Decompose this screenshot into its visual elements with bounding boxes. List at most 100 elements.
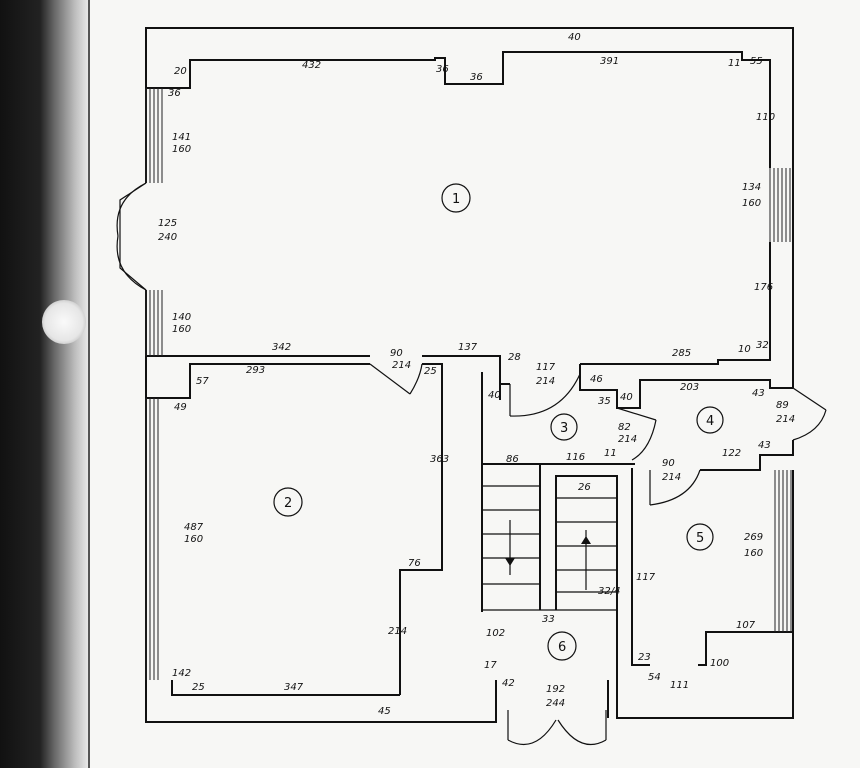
door-room4: [616, 407, 657, 461]
wall-room2-bottom: [171, 680, 400, 696]
room-marker-1: 1: [441, 183, 471, 213]
svg-text:32: 32: [756, 340, 769, 351]
room-marker-5: 5: [686, 523, 714, 551]
svg-text:49: 49: [174, 402, 187, 413]
svg-text:90: 90: [390, 348, 403, 359]
wall-inner-top: [146, 51, 771, 168]
svg-text:3: 3: [560, 421, 568, 436]
room-marker-4: 4: [696, 406, 724, 434]
svg-text:6: 6: [558, 640, 566, 655]
window-room5: [774, 470, 792, 632]
svg-text:33: 33: [542, 614, 555, 625]
svg-text:46: 46: [590, 374, 603, 385]
svg-text:285: 285: [672, 348, 691, 359]
svg-text:122: 122: [722, 448, 741, 459]
stairs-left: [482, 485, 617, 611]
svg-text:42: 42: [502, 678, 515, 689]
svg-text:140: 140: [172, 312, 191, 323]
dimension-labels: 432 391 40 36 36 20 55 11 36 141 160 125…: [158, 32, 795, 717]
svg-text:160: 160: [172, 324, 191, 335]
svg-text:82: 82: [618, 422, 631, 433]
svg-text:11: 11: [728, 58, 741, 69]
svg-text:160: 160: [744, 548, 763, 559]
svg-text:214: 214: [536, 376, 555, 387]
svg-text:111: 111: [670, 680, 689, 691]
svg-text:36: 36: [470, 72, 483, 83]
room-marker-3: 3: [550, 413, 578, 441]
svg-text:1: 1: [452, 192, 460, 207]
svg-text:23: 23: [638, 652, 651, 663]
wall-room4-bottom: [700, 440, 794, 471]
svg-text:117: 117: [536, 362, 556, 373]
svg-text:293: 293: [246, 365, 265, 376]
wall-room5-left: [631, 468, 650, 666]
svg-text:40: 40: [488, 390, 501, 401]
window-left-mid: [145, 290, 163, 356]
svg-text:110: 110: [756, 112, 775, 123]
wall-room3-right: [579, 364, 793, 409]
svg-text:142: 142: [172, 668, 191, 679]
wall-room1-bottom-right: [580, 348, 771, 365]
svg-text:4: 4: [706, 414, 714, 429]
svg-text:43: 43: [752, 388, 765, 399]
svg-text:54: 54: [648, 672, 661, 683]
door-front: [507, 710, 607, 746]
room-marker-6: 6: [547, 631, 577, 661]
svg-text:176: 176: [754, 282, 773, 293]
svg-text:117: 117: [636, 572, 656, 583]
svg-text:2: 2: [284, 496, 292, 511]
binder-shadow: [0, 0, 90, 768]
door-main-left: [116, 182, 147, 291]
svg-text:347: 347: [284, 682, 304, 693]
svg-text:11: 11: [604, 448, 617, 459]
svg-text:244: 244: [546, 698, 565, 709]
svg-text:363: 363: [430, 454, 449, 465]
door-right-exterior: [792, 387, 827, 441]
svg-text:160: 160: [184, 534, 203, 545]
wall-room1-bottom-mid: [422, 355, 501, 384]
svg-text:40: 40: [620, 392, 633, 403]
svg-text:203: 203: [680, 382, 699, 393]
svg-text:55: 55: [750, 56, 763, 67]
svg-text:25: 25: [424, 366, 437, 377]
svg-text:57: 57: [196, 376, 209, 387]
svg-text:214: 214: [392, 360, 411, 371]
svg-text:25: 25: [192, 682, 205, 693]
svg-text:36: 36: [168, 88, 181, 99]
door-room2: [369, 363, 423, 395]
punch-hole: [42, 300, 86, 344]
wall-room5-bottom: [698, 631, 793, 666]
svg-text:214: 214: [662, 472, 681, 483]
svg-text:269: 269: [744, 532, 763, 543]
svg-text:86: 86: [506, 454, 519, 465]
svg-text:116: 116: [566, 452, 585, 463]
svg-text:432: 432: [302, 60, 321, 71]
svg-text:214: 214: [388, 626, 407, 637]
room-markers: 1 2 3 4 5 6: [273, 183, 724, 661]
svg-text:89: 89: [776, 400, 789, 411]
wall-room2-outer: [145, 356, 370, 399]
window-left-low: [145, 398, 159, 680]
svg-text:240: 240: [158, 232, 177, 243]
svg-text:125: 125: [158, 218, 177, 229]
svg-text:137: 137: [458, 342, 478, 353]
svg-text:5: 5: [696, 531, 704, 546]
window-right-top: [769, 168, 791, 242]
page-edge: [88, 0, 90, 768]
stairs-right: [556, 497, 617, 593]
svg-text:107: 107: [736, 620, 756, 631]
svg-text:160: 160: [742, 198, 761, 209]
wall-room2-right: [399, 363, 443, 695]
svg-text:17: 17: [484, 660, 497, 671]
svg-text:36: 36: [436, 64, 449, 75]
svg-text:487: 487: [184, 522, 204, 533]
svg-text:102: 102: [486, 628, 505, 639]
svg-text:26: 26: [578, 482, 591, 493]
svg-text:342: 342: [272, 342, 291, 353]
svg-text:214: 214: [776, 414, 795, 425]
wall-outer-top: [145, 27, 794, 388]
svg-text:214: 214: [618, 434, 637, 445]
svg-text:134: 134: [742, 182, 761, 193]
